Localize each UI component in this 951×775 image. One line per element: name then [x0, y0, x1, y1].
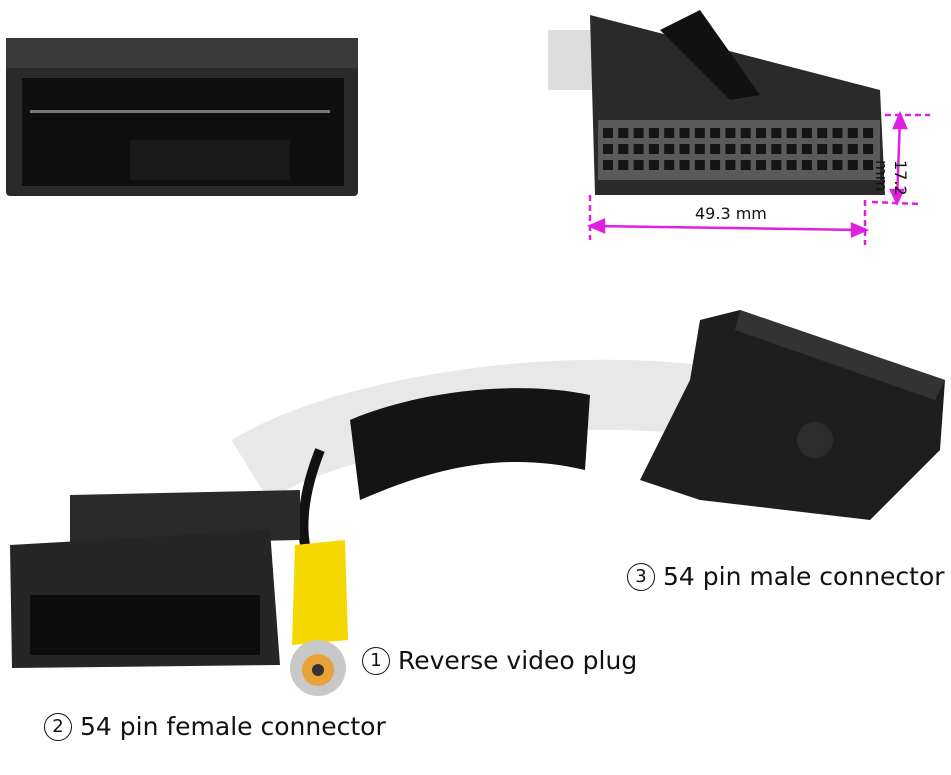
pin-hole — [740, 144, 751, 154]
number-badge: 1 — [362, 647, 390, 675]
pin-hole — [863, 160, 874, 170]
number-badge: 3 — [627, 563, 655, 591]
pin-hole — [847, 160, 858, 170]
pin-hole — [740, 128, 751, 138]
pin-hole — [817, 144, 828, 154]
pin-hole — [648, 144, 659, 154]
pin-hole — [664, 160, 675, 170]
pin-hole — [725, 128, 736, 138]
pin-hole — [847, 144, 858, 154]
pin-hole — [817, 160, 828, 170]
pin-hole — [633, 128, 644, 138]
rca-plug — [290, 540, 348, 696]
pin-hole — [603, 160, 613, 170]
pin-hole — [786, 160, 797, 170]
pin-hole — [786, 144, 797, 154]
pin-hole — [710, 160, 721, 170]
pin-hole — [679, 128, 690, 138]
pin-hole — [694, 160, 705, 170]
pin-hole — [832, 144, 843, 154]
female-connector — [10, 490, 300, 668]
pin-hole — [863, 144, 874, 154]
female-connector-face — [6, 38, 358, 196]
pin-hole — [832, 128, 843, 138]
pin-hole — [648, 128, 659, 138]
pin-hole — [664, 144, 675, 154]
pin-hole — [817, 128, 828, 138]
width-dimension: 49.3 mm — [695, 204, 767, 223]
pin-hole — [756, 160, 766, 170]
pin-hole — [756, 144, 766, 154]
pin-hole — [771, 128, 782, 138]
pin-hole — [633, 144, 644, 154]
pin-hole — [603, 128, 613, 138]
pin-hole — [694, 128, 705, 138]
pin-hole — [618, 144, 629, 154]
pin-hole — [801, 144, 812, 154]
pin-hole — [786, 128, 797, 138]
pin-hole — [756, 128, 766, 138]
pin-hole — [725, 160, 736, 170]
pin-hole — [710, 128, 721, 138]
pin-hole — [801, 160, 812, 170]
pin-hole — [633, 160, 644, 170]
pin-hole — [679, 160, 690, 170]
dimension-lines — [586, 110, 930, 245]
pin-hole — [618, 160, 629, 170]
pin-hole — [863, 128, 874, 138]
pin-hole — [710, 144, 721, 154]
pin-hole — [679, 144, 690, 154]
height-dimension: 17.2 mm — [872, 160, 910, 196]
pin-hole — [740, 160, 751, 170]
male-connector — [640, 310, 945, 520]
pin-hole — [771, 160, 782, 170]
pin-hole — [603, 144, 613, 154]
pin-hole — [771, 144, 782, 154]
pin-hole — [618, 128, 629, 138]
pin-hole — [832, 160, 843, 170]
pin-hole — [725, 144, 736, 154]
pin-hole — [694, 144, 705, 154]
pin-hole — [801, 128, 812, 138]
male-connector-face — [548, 10, 885, 195]
wire-harness — [231, 359, 704, 563]
pin-hole — [847, 128, 858, 138]
pin-hole — [648, 160, 659, 170]
number-badge: 2 — [44, 713, 72, 741]
pin-hole — [664, 128, 675, 138]
